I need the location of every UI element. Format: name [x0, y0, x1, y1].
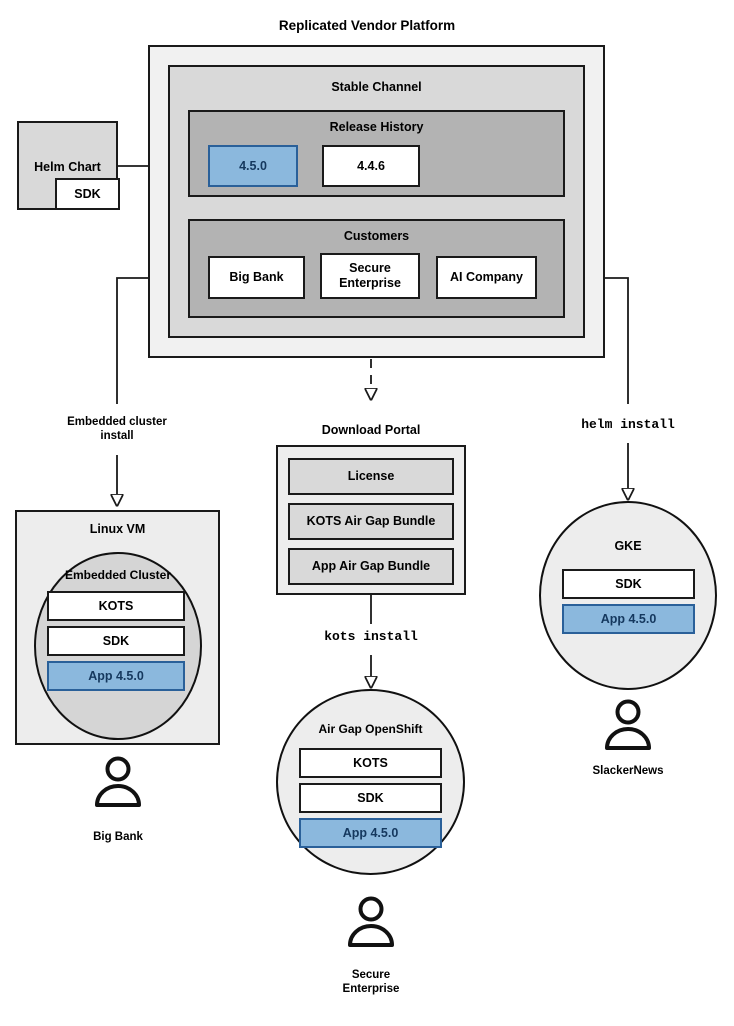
gke-title: GKE [614, 539, 642, 553]
air-gap-openshift-title: Air Gap OpenShift [318, 722, 423, 736]
person-icon-slackernews [602, 698, 654, 750]
customers-title: Customers [343, 229, 410, 243]
customer-card-big-bank[interactable]: Big Bank [208, 256, 305, 299]
release-card-4-5-0[interactable]: 4.5.0 [208, 145, 298, 187]
customer-label-big-bank: Big Bank [93, 831, 143, 843]
download-artifact-app-air-gap-bundle[interactable]: App Air Gap Bundle [288, 548, 454, 585]
openshift-component-sdk[interactable]: SDK [299, 783, 442, 813]
gke-component-sdk[interactable]: SDK [562, 569, 695, 599]
download-artifact-license[interactable]: License [288, 458, 454, 495]
customer-card-ai-company[interactable]: AI Company [436, 256, 537, 299]
linux-vm-component-sdk[interactable]: SDK [47, 626, 185, 656]
helm-chart-sdk-box[interactable]: SDK [55, 178, 120, 210]
person-icon-secure-enterprise [345, 895, 397, 947]
embedded-cluster-title: Embedded Cluster [64, 568, 172, 582]
release-history-title: Release History [329, 120, 424, 134]
stable-channel-title: Stable Channel [331, 80, 422, 94]
customer-label-slackernews: SlackerNews [592, 765, 664, 777]
edge-label-embedded-cluster-install: Embedded cluster install [67, 416, 167, 443]
page-title: Replicated Vendor Platform [278, 18, 456, 33]
linux-vm-component-kots[interactable]: KOTS [47, 591, 185, 621]
customer-label-secure-enterprise: Secure Enterprise [342, 969, 400, 996]
openshift-component-kots[interactable]: KOTS [299, 748, 442, 778]
customer-card-secure-enterprise[interactable]: Secure Enterprise [320, 253, 420, 299]
edge-label-helm-install: helm install [581, 417, 675, 432]
download-portal-title: Download Portal [321, 423, 421, 437]
gke-component-app[interactable]: App 4.5.0 [562, 604, 695, 634]
openshift-component-app[interactable]: App 4.5.0 [299, 818, 442, 848]
download-artifact-kots-air-gap-bundle[interactable]: KOTS Air Gap Bundle [288, 503, 454, 540]
person-icon-big-bank [92, 755, 144, 807]
linux-vm-component-app[interactable]: App 4.5.0 [47, 661, 185, 691]
release-card-4-4-6[interactable]: 4.4.6 [322, 145, 420, 187]
linux-vm-title: Linux VM [89, 522, 146, 536]
edge-label-kots-install: kots install [324, 629, 418, 644]
